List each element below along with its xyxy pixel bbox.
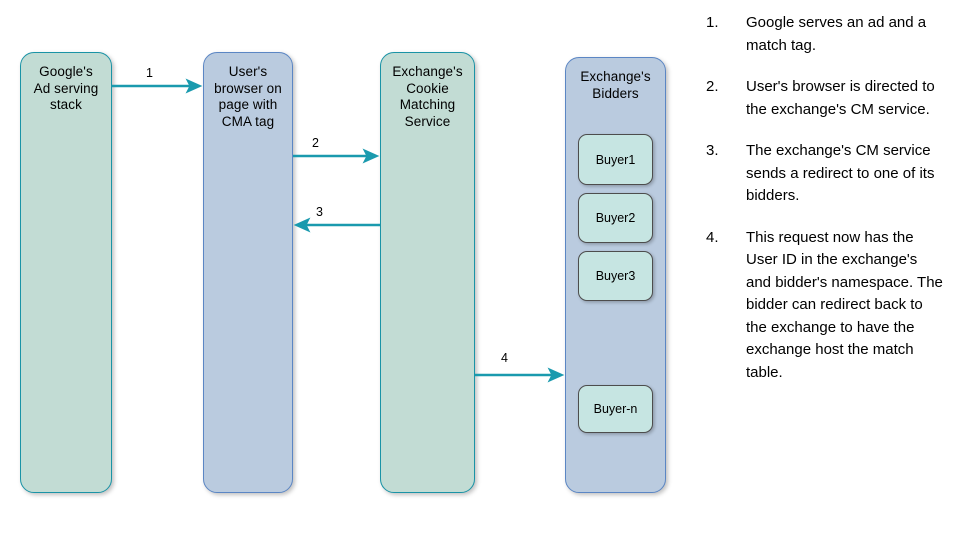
note-number: 3.: [706, 142, 719, 159]
buyer-box: Buyer3: [578, 251, 653, 301]
lane-browser-label: User's browser on page with CMA tag: [214, 64, 282, 129]
buyer-label: Buyer2: [595, 211, 636, 225]
buyer-box: Buyer1: [578, 134, 653, 185]
note-item: 2. User's browser is directed to the exc…: [706, 76, 946, 121]
note-item: 4. This request now has the User ID in t…: [706, 227, 946, 385]
note-text: The exchange's CM service sends a redire…: [746, 142, 935, 204]
lane-bidders-label: Exchange's Bidders: [580, 69, 651, 101]
buyer-box: Buyer2: [578, 193, 653, 243]
lane-google-ad-serving-stack: Google's Ad serving stack: [20, 52, 112, 493]
note-text: User's browser is directed to the exchan…: [746, 78, 935, 118]
note-text: Google serves an ad and a match tag.: [746, 14, 927, 54]
arrow-3-label: 3: [316, 205, 323, 219]
lane-cms-label: Exchange's Cookie Matching Service: [392, 64, 463, 129]
note-item: 3. The exchange's CM service sends a red…: [706, 140, 946, 208]
note-number: 4.: [706, 228, 719, 246]
buyer-label: Buyer-n: [593, 402, 638, 416]
note-number: 2.: [706, 78, 719, 95]
note-text: This request now has the User ID in the …: [746, 228, 943, 381]
arrow-2-label: 2: [312, 136, 319, 150]
lane-user-browser: User's browser on page with CMA tag: [203, 52, 293, 493]
buyer-label: Buyer3: [595, 269, 636, 283]
buyer-box: Buyer-n: [578, 385, 653, 433]
note-item: 1. Google serves an ad and a match tag.: [706, 12, 946, 57]
notes-list: 1. Google serves an ad and a match tag. …: [706, 12, 946, 403]
note-number: 1.: [706, 14, 719, 31]
arrow-1-label: 1: [146, 66, 153, 80]
lane-google-label: Google's Ad serving stack: [33, 64, 99, 112]
buyer-label: Buyer1: [595, 152, 636, 167]
arrow-4-label: 4: [501, 351, 508, 365]
lane-exchange-cookie-matching-service: Exchange's Cookie Matching Service: [380, 52, 475, 493]
